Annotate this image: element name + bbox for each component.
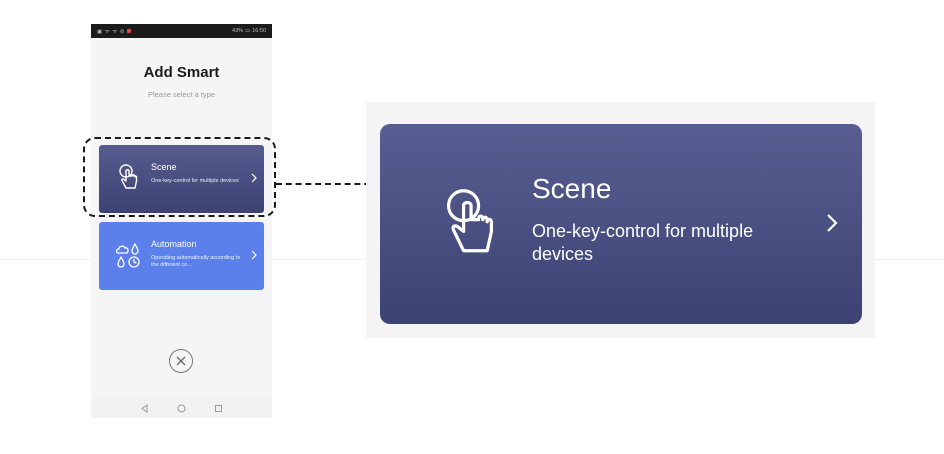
weather-clock-icon — [115, 243, 140, 268]
scene-description: One-key-control for multiple devices — [151, 178, 239, 184]
battery-level: 43% — [232, 28, 244, 34]
battery-icon: ▭ — [245, 28, 251, 34]
scene-card-zoomed[interactable]: Scene One-key-control for multiple devic… — [380, 124, 862, 324]
automation-card[interactable]: Automation Operating automatically accor… — [99, 222, 264, 290]
status-right: 43% ▭ 16:50 — [232, 28, 266, 34]
automation-title: Automation — [151, 239, 197, 249]
chevron-right-icon — [251, 173, 257, 183]
phone-screen: ▣ ᯤ ᯤ ⊜ 43% ▭ 16:50 Add Smart Please sel… — [91, 24, 272, 418]
status-signal-icons: ▣ ᯤ ᯤ ⊜ — [97, 29, 125, 35]
zoom-scene-description: One-key-control for multiple devices — [532, 221, 754, 264]
back-icon[interactable] — [140, 403, 149, 413]
notification-icon — [126, 29, 131, 33]
recents-icon[interactable] — [214, 404, 223, 413]
status-bar: ▣ ᯤ ᯤ ⊜ 43% ▭ 16:50 — [91, 24, 272, 38]
chevron-right-icon — [251, 250, 257, 260]
status-icons: ▣ ᯤ ᯤ ⊜ — [97, 27, 131, 35]
zoom-scene-title: Scene — [532, 173, 612, 204]
highlight-dashed-frame — [83, 137, 276, 217]
status-time: 16:50 — [252, 28, 266, 34]
system-nav-bar — [91, 398, 272, 418]
page-subtitle: Please select a type — [147, 90, 216, 99]
connector-dashed-line — [276, 183, 380, 185]
tap-hand-icon — [119, 164, 138, 189]
page-title: Add Smart — [143, 64, 220, 81]
home-icon[interactable] — [177, 404, 186, 413]
automation-description: Operating automatically according to the… — [151, 255, 241, 268]
scene-title: Scene — [151, 162, 177, 172]
close-button[interactable] — [169, 349, 193, 373]
scene-card[interactable]: Scene One-key-control for multiple devic… — [99, 145, 264, 213]
tap-hand-icon — [446, 189, 494, 253]
chevron-right-icon — [827, 214, 838, 232]
close-icon — [176, 356, 186, 366]
